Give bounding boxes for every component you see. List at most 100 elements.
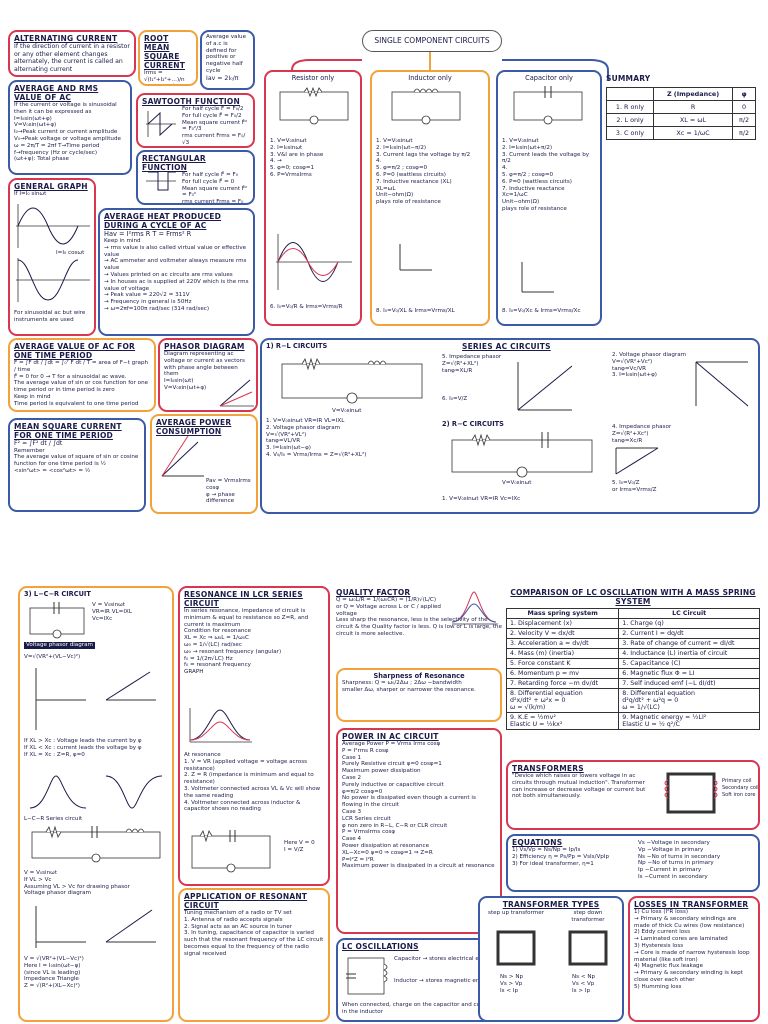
circuit-title: Resistor only bbox=[291, 74, 335, 82]
section-title: AVERAGE AND RMS VALUE OF AC bbox=[14, 84, 99, 102]
section-text: F̄ = 0 for 0 → T for a sinusoidal ac wav… bbox=[14, 373, 149, 394]
section-text: Average value of a.c is defined for posi… bbox=[206, 34, 247, 74]
section-title: ROOT MEAN SQUARE CURRENT bbox=[144, 34, 186, 70]
rc-circuit-graphic bbox=[451, 432, 593, 478]
section-title: AVERAGE VALUE OF AC FOR ONE TIME PERIOD bbox=[14, 342, 136, 360]
avg-power-box: AVERAGE POWER CONSUMPTION Pav = VrmsIrms… bbox=[150, 414, 258, 514]
circuit-points: 1. V=V₀sinωt 2. I=I₀sinωt 3. V&I are in … bbox=[270, 138, 324, 178]
section-formula: Irms = √(I₁²+I₂²+…)/n Irms = I₀/√2 bbox=[144, 70, 185, 84]
section-text: For half cycle F̄ = F₀ For full cycle F̄… bbox=[182, 172, 248, 205]
rc-five: 5. I₀=V₀/Z or Irms=Vrms/Z bbox=[612, 480, 657, 493]
table-cell: 5. Force constant K bbox=[505, 658, 620, 669]
resonance-here: Here V = 0 I = V/Z bbox=[284, 840, 315, 853]
table-cell: 7. Self induced emf (−L dI/dt) bbox=[618, 678, 760, 689]
lcr-body: V=√(VR²+(VL−Vc)²) bbox=[24, 654, 81, 660]
sawtooth-box: SAWTOOTH FUNCTION For half cycle F̄ = F₀… bbox=[136, 93, 255, 148]
circuit-title: Capacitor only bbox=[525, 74, 573, 82]
cosine-graph bbox=[16, 258, 90, 302]
table-cell: 1. Charge (q) bbox=[618, 618, 760, 629]
step-down-graphic bbox=[568, 930, 608, 966]
series-ac-box: 1) R−L CIRCUITS V=V₀sinωt 1. V=V₀sinωt V… bbox=[260, 338, 760, 514]
table-cell: π/2 bbox=[732, 126, 756, 140]
resonance-at: At resonance 1. V = VR (applied voltage … bbox=[184, 752, 321, 813]
lcr-phasor-graphic bbox=[35, 668, 156, 730]
summary-section: SUMMARY Z (Impedance) φ 1. R only R 0 2.… bbox=[606, 74, 760, 140]
section-text: Pav = VrmsIrms cosφ φ → phase difference bbox=[206, 478, 251, 505]
section-title: TRANSFORMERS bbox=[512, 764, 584, 773]
comparison-header: LC Circuit bbox=[618, 608, 760, 619]
voltage-phasor-graphic bbox=[695, 361, 749, 407]
circuit-points: 1. V=V₀sinωt 2. I=I₀sin(ωt+π/2) 3. Curre… bbox=[502, 138, 590, 212]
graph-equation: I=I₀ cosωt bbox=[56, 250, 85, 256]
section-title: QUALITY FACTOR bbox=[336, 588, 411, 597]
table-cell: 9. Magnetic energy = ½LI² Elastic U = ½ … bbox=[618, 712, 760, 730]
section-note: Keep in mind Time period is equivalent t… bbox=[14, 393, 139, 407]
table-cell: 2. L only bbox=[606, 113, 654, 127]
section-formulas: 1) Vs/Vp = Ns/Np = Ip/Is 2) Efficiency η… bbox=[512, 847, 610, 867]
section-text: If the direction of current in a resisto… bbox=[14, 43, 130, 73]
transformers-box: TRANSFORMERS "Device which raises or low… bbox=[506, 760, 760, 830]
table-cell: 3. Rate of change of current = dI/dt bbox=[618, 638, 760, 649]
table-cell: 1. R only bbox=[606, 100, 654, 114]
step-down-rows: Ns < Np Vs < Vp Is > Ip bbox=[572, 974, 596, 994]
avg-value-one-period-box: AVERAGE VALUE OF AC FOR ONE TIME PERIOD … bbox=[8, 338, 156, 412]
section-text: Average Power P = Vrms Irms cosφ P = I²r… bbox=[342, 741, 495, 870]
table-row: 1. R only R 0 bbox=[606, 100, 756, 114]
circuit-footer: 8. I₀=V₀/XL & Irms=Vrms/XL bbox=[376, 308, 455, 314]
section-text: If the current or voltage is sinusoidal … bbox=[14, 102, 121, 163]
section-text: Tuning mechanism of a radio or TV set 1.… bbox=[184, 910, 324, 957]
phasor-diagram-box: PHASOR DIAGRAM Diagram representing ac v… bbox=[158, 338, 258, 412]
circuit-footer: 8. I₀=V₀/Xc & Irms=Vrms/Xc bbox=[502, 308, 581, 314]
impedance-phasor-rc: 4. Impedance phasor Z=√(R²+Xc²) tanφ=Xc/… bbox=[612, 424, 672, 444]
section-text: Diagram representing ac voltage or curre… bbox=[164, 351, 245, 378]
section-text: 1) Cu loss (I²R loss) → Primary & second… bbox=[634, 909, 750, 990]
section-title: TRANSFORMER TYPES bbox=[502, 900, 600, 909]
lcr-circuit-box: 3) L−C−R CIRCUIT V = V₀sinωt VR=IR VL=IX… bbox=[18, 586, 174, 1022]
table-cell: 9. K.E = ½mv² Elastic U = ½kx² bbox=[505, 712, 620, 730]
table-cell: 7. Retarding force −m dv/dt bbox=[505, 678, 620, 689]
lcr-circuit-graphic bbox=[29, 602, 85, 639]
summary-header: φ bbox=[732, 87, 756, 101]
voltage-phasor: 2. Voltage phasor diagram V=√(VR²+Vc²) t… bbox=[612, 352, 687, 379]
summary-title: SUMMARY bbox=[606, 74, 651, 83]
table-cell: 2. Velocity V = dx/dt bbox=[505, 628, 620, 639]
table-cell: 5. Capacitance (C) bbox=[618, 658, 760, 669]
inductor-circuit-icon bbox=[391, 88, 461, 125]
comparison-section: COMPARISON OF LC OSCILLATION WITH A MASS… bbox=[505, 588, 760, 730]
section-text: Remember The average value of square of … bbox=[14, 447, 139, 474]
table-cell: 6. Magnetic flux Φ = LI bbox=[618, 668, 760, 679]
table-cell: π/2 bbox=[732, 113, 756, 127]
losses-box: LOSSES IN TRANSFORMER 1) Cu loss (I²R lo… bbox=[628, 896, 760, 1022]
impedance-six: 6. I₀=V/Z bbox=[442, 396, 468, 402]
table-row: 1. Displacement (x)1. Charge (q) bbox=[505, 618, 760, 629]
table-cell: 0 bbox=[732, 100, 756, 114]
table-row: 3. C only Xc = 1/ωC π/2 bbox=[606, 126, 756, 140]
section-text: Sharpness: Q = ω₀/2Δω ; 2Δω −bandwidth s… bbox=[342, 680, 476, 693]
summary-header bbox=[606, 87, 654, 101]
table-cell: 1. Displacement (x) bbox=[505, 618, 620, 629]
application-resonance-box: APPLICATION OF RESONANT CIRCUIT Tuning m… bbox=[178, 888, 330, 1022]
impedance-triangle bbox=[517, 362, 573, 411]
table-cell: 8. Differential equation d²q/dt² + ω²q =… bbox=[618, 688, 760, 713]
phasor-diagram-graphic bbox=[219, 379, 254, 407]
section-formula: F̄ = ∫F dt / ∫dt = ∫₀ᵀ F dt / T = area o… bbox=[14, 360, 149, 373]
rms-current-box: ROOT MEAN SQUARE CURRENT Irms = √(I₁²+I₂… bbox=[138, 30, 198, 86]
avg-heat-box: AVERAGE HEAT PRODUCED DURING A CYCLE OF … bbox=[98, 208, 255, 336]
rc-title: 2) R−C CIRCUITS bbox=[442, 420, 504, 428]
step-up-rows: Ns > Np Vs > Vp Is < Ip bbox=[500, 974, 524, 994]
section-title: PHASOR DIAGRAM bbox=[164, 342, 245, 351]
section-title: POWER IN AC CIRCUIT bbox=[342, 732, 439, 741]
resonance-box: RESONANCE IN LCR SERIES CIRCUIT In serie… bbox=[178, 586, 330, 886]
transformer-labels: Primary coil Secondary coil Soft iron co… bbox=[722, 778, 759, 798]
transformer-graphic bbox=[664, 772, 718, 814]
sharpness-box: Sharpness of Resonance Sharpness: Q = ω₀… bbox=[336, 668, 502, 722]
mean-square-box: MEAN SQUARE CURRENT FOR ONE TIME PERIOD … bbox=[8, 418, 146, 512]
quality-factor-section: QUALITY FACTOR Q = ω₀L/R = 1/(ω₀CR) = (1… bbox=[336, 588, 502, 664]
summary-header: Z (Impedance) bbox=[652, 87, 734, 101]
summary-table: Z (Impedance) φ 1. R only R 0 2. L only … bbox=[606, 87, 756, 140]
lc-oscillations-box: LC OSCILLATIONS Capacitor → stores elect… bbox=[336, 938, 502, 1022]
section-legend: Vs −Voltage in secondary Vp −Voltage in … bbox=[638, 840, 721, 880]
resonance-graph bbox=[189, 708, 252, 743]
section-text: Keep in mind → rms value is also called … bbox=[104, 238, 249, 312]
